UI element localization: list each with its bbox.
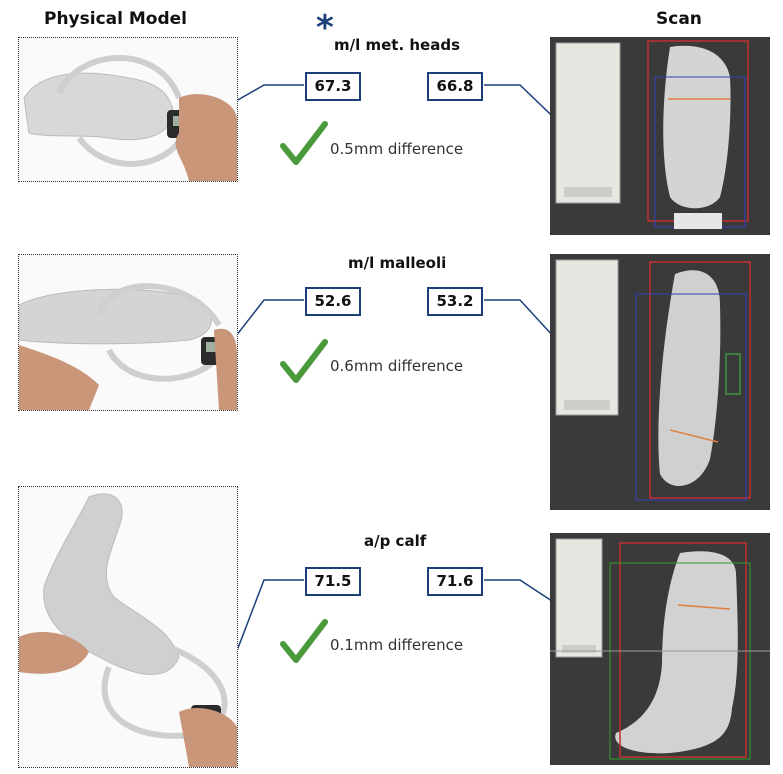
physical-photo-met-heads (18, 37, 238, 182)
scan-image-calf (550, 533, 770, 765)
metric-label-calf: a/p calf (364, 532, 427, 550)
physical-photo-malleoli (18, 254, 238, 411)
physical-value-malleoli: 52.6 (305, 287, 361, 316)
check-icon (280, 619, 328, 663)
asterisk-marker: * (316, 8, 334, 48)
physical-value-calf: 71.5 (305, 567, 361, 596)
scan-image-malleoli (550, 254, 770, 510)
check-icon (280, 121, 328, 165)
metric-label-met-heads: m/l met. heads (334, 36, 461, 54)
physical-value-met-heads: 67.3 (305, 72, 361, 101)
scan-value-malleoli: 53.2 (427, 287, 483, 316)
scan-value-calf: 71.6 (427, 567, 483, 596)
scan-image-met-heads (550, 37, 770, 235)
difference-met-heads: 0.5mm difference (330, 140, 464, 158)
metric-label-malleoli: m/l malleoli (348, 254, 447, 272)
check-icon (280, 339, 328, 383)
difference-malleoli: 0.6mm difference (330, 357, 464, 375)
scan-value-met-heads: 66.8 (427, 72, 483, 101)
difference-calf: 0.1mm difference (330, 636, 464, 654)
physical-model-heading: Physical Model (44, 9, 188, 29)
scan-heading: Scan (656, 9, 702, 29)
physical-photo-calf (18, 486, 238, 768)
